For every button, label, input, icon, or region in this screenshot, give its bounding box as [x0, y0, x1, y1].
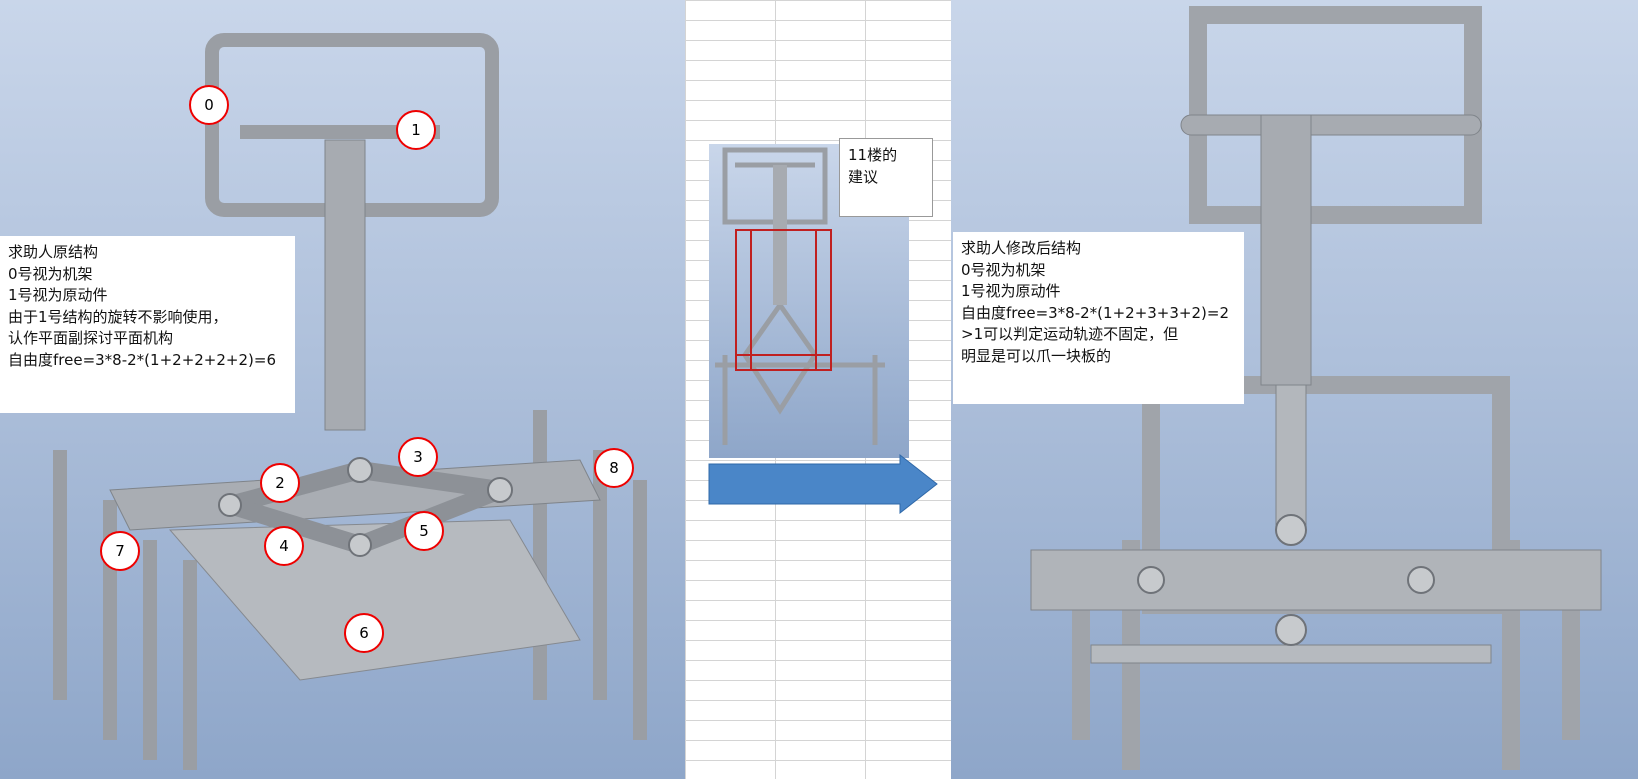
part-label-5: 5 [404, 511, 444, 551]
suggestion-drawing [708, 144, 938, 515]
modified-mechanism-drawing [1030, 6, 1602, 770]
note-line: 1号视为原动件 [961, 282, 1061, 300]
part-label-6: 6 [344, 613, 384, 653]
note-line: 由于1号结构的旋转不影响使用， [8, 307, 228, 326]
part-label-4: 4 [264, 526, 304, 566]
part-label-0: 0 [189, 85, 229, 125]
part-label-7: 7 [100, 531, 140, 571]
part-label-2: 2 [260, 463, 300, 503]
note-line: 明显是可以爪一块板的 [961, 346, 1112, 365]
suggestion-callout: 11楼的 建议 [839, 138, 933, 217]
callout-line: 11楼的 [848, 146, 898, 164]
part-label-3: 3 [398, 437, 438, 477]
note-line: 求助人修改后结构 [961, 239, 1082, 257]
modified-structure-note: 求助人修改后结构 0号视为机架 1号视为原动件 自由度free=3*8-2*(1… [953, 232, 1244, 404]
original-structure-note: 求助人原结构 0号视为机架 1号视为原动件 由于1号结构的旋转不影响使用， 认作… [0, 236, 295, 413]
spreadsheet-background: 11楼的 建议 [685, 0, 951, 779]
original-structure-view: 求助人原结构 0号视为机架 1号视为原动件 由于1号结构的旋转不影响使用， 认作… [0, 0, 685, 779]
note-line: 认作平面副探讨平面机构 [8, 329, 174, 347]
part-label-8: 8 [594, 448, 634, 488]
dof-formula: 自由度free=3*8-2*(1+2+3+3+2)=2 [961, 303, 1229, 322]
note-line: 求助人原结构 [8, 243, 99, 261]
note-line: 0号视为机架 [961, 260, 1046, 279]
note-line: 0号视为机架 [8, 264, 93, 283]
modified-structure-view: 求助人修改后结构 0号视为机架 1号视为原动件 自由度free=3*8-2*(1… [951, 0, 1638, 779]
arrow-right-icon [708, 453, 938, 515]
note-line: 1号视为原动件 [8, 286, 108, 304]
part-label-1: 1 [396, 110, 436, 150]
note-line: >1可以判定运动轨迹不固定，但 [961, 325, 1179, 343]
dof-formula: 自由度free=3*8-2*(1+2+2+2+2)=6 [8, 350, 276, 369]
callout-line: 建议 [848, 167, 879, 186]
